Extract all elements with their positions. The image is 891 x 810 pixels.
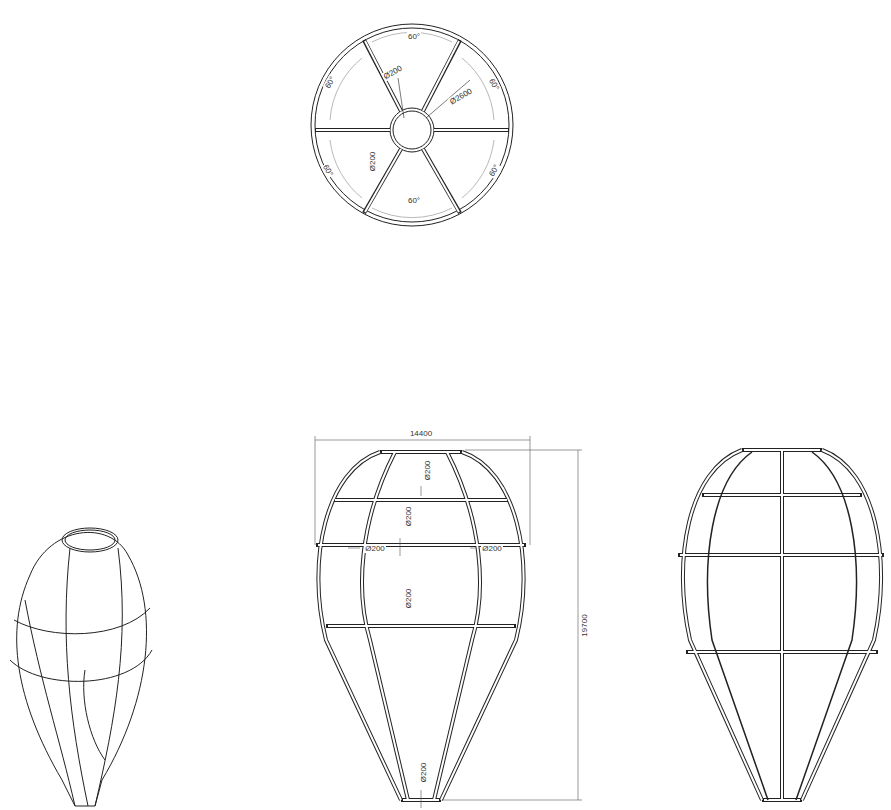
top-view (311, 24, 513, 226)
dimension-label: 14400 (409, 429, 433, 438)
dimension-label: 60° (407, 32, 421, 41)
dimension-label: 19700 (580, 613, 589, 637)
dimension-label: Ø200 (419, 761, 428, 783)
dimension-label: Ø200 (368, 150, 377, 172)
dimension-label: Ø200 (381, 63, 404, 82)
dimension-label: 60° (407, 196, 421, 205)
side-view (678, 450, 884, 800)
front-view (315, 436, 582, 808)
dimension-label: 60° (323, 74, 338, 91)
dimension-label: Ø200 (423, 459, 432, 481)
dimension-label: Ø200 (404, 505, 413, 527)
dimension-label: Ø200 (481, 544, 503, 553)
dimension-label: Ø2600 (447, 86, 474, 107)
dimension-label: 60° (487, 76, 502, 93)
dimension-label: Ø200 (404, 587, 413, 609)
perspective-view (10, 528, 152, 806)
dimension-label: 60° (321, 162, 336, 179)
dimension-label: Ø200 (364, 544, 386, 553)
